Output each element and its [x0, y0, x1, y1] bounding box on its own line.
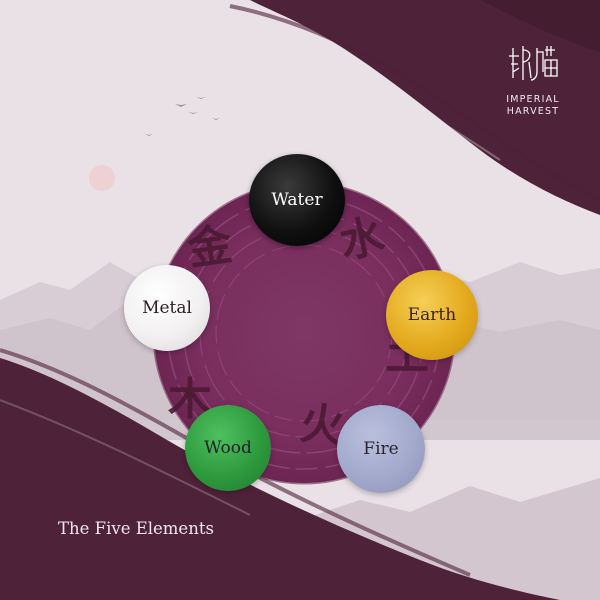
- seal-icon: [509, 46, 558, 81]
- logo-text-line-1: IMPERIAL: [506, 94, 560, 105]
- earth-label: Earth: [407, 305, 457, 325]
- wood-element-disc: Wood: [185, 405, 271, 491]
- fire-element-disc: Fire: [337, 405, 425, 493]
- water-element-disc: Water: [249, 154, 345, 246]
- metal-label: Metal: [142, 298, 192, 318]
- imperial-harvest-logo: IMPERIAL HARVEST: [498, 42, 568, 118]
- sun-icon: [89, 165, 115, 191]
- water-glyph: 水: [335, 209, 389, 270]
- metal-element-disc: Metal: [124, 265, 210, 351]
- wood-label: Wood: [204, 438, 252, 458]
- logo-text-line-2: HARVEST: [506, 106, 560, 117]
- earth-element-disc: Earth: [386, 270, 478, 360]
- water-label: Water: [271, 190, 323, 210]
- birds-icon: [145, 97, 220, 136]
- fire-label: Fire: [363, 439, 399, 459]
- caption: The Five Elements: [58, 519, 214, 538]
- metal-glyph: 金: [184, 219, 236, 276]
- brush-stroke-bottom: [0, 358, 560, 600]
